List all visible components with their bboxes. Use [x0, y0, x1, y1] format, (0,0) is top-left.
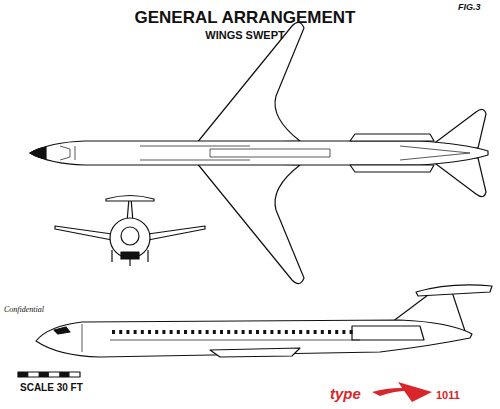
sheet-title: GENERAL ARRANGEMENT — [0, 9, 490, 28]
scale-segment — [18, 372, 28, 377]
window-row — [112, 330, 353, 334]
front-intake — [121, 252, 139, 259]
window — [270, 330, 273, 334]
side-fuselage — [36, 320, 472, 357]
scale-divisions — [18, 372, 70, 377]
front-tailplane — [106, 196, 154, 202]
window — [314, 330, 317, 334]
window — [141, 330, 144, 334]
scale-bar — [18, 372, 80, 377]
window — [198, 330, 201, 334]
window — [278, 330, 281, 334]
window — [249, 330, 252, 334]
window — [335, 330, 338, 334]
window — [292, 330, 295, 334]
window — [119, 330, 122, 334]
front-gear — [112, 250, 148, 266]
window — [177, 330, 180, 334]
window — [321, 330, 324, 334]
window — [263, 330, 266, 334]
engine-pod — [350, 134, 434, 141]
side-windscreen — [54, 327, 70, 334]
side-engine — [352, 326, 424, 340]
window — [170, 330, 173, 334]
logo-word: type — [330, 386, 361, 403]
window — [342, 330, 345, 334]
window — [155, 330, 158, 334]
window — [328, 330, 331, 334]
plan-fuselage — [30, 141, 488, 165]
window — [148, 330, 151, 334]
confidential-note: Confidential — [4, 306, 44, 315]
logo-arrow — [372, 382, 432, 402]
radome — [30, 147, 46, 159]
window — [126, 330, 129, 334]
cockpit-lines — [60, 146, 470, 160]
window — [256, 330, 259, 334]
window — [220, 330, 223, 334]
logo-number: 1011 — [436, 389, 460, 401]
window — [306, 330, 309, 334]
front-nose — [121, 227, 139, 245]
window — [285, 330, 288, 334]
subtitle: WINGS SWEPT — [0, 29, 490, 41]
window — [206, 330, 209, 334]
scale-label: SCALE 30 FT — [20, 382, 83, 393]
side-tailplane — [416, 285, 492, 296]
window — [162, 330, 165, 334]
side-lines — [82, 324, 360, 352]
window — [299, 330, 302, 334]
window — [112, 330, 115, 334]
window — [213, 330, 216, 334]
front-fuselage — [110, 218, 150, 258]
window — [184, 330, 187, 334]
engine-pod — [350, 165, 434, 172]
window — [350, 330, 353, 334]
window — [227, 330, 230, 334]
window — [191, 330, 194, 334]
window — [134, 330, 137, 334]
window — [234, 330, 237, 334]
lower-wing — [196, 162, 304, 284]
scale-segment — [59, 372, 69, 377]
scale-segment — [39, 372, 49, 377]
figure-number: FIG.3 — [458, 3, 481, 13]
window — [242, 330, 245, 334]
side-wing — [210, 348, 300, 357]
